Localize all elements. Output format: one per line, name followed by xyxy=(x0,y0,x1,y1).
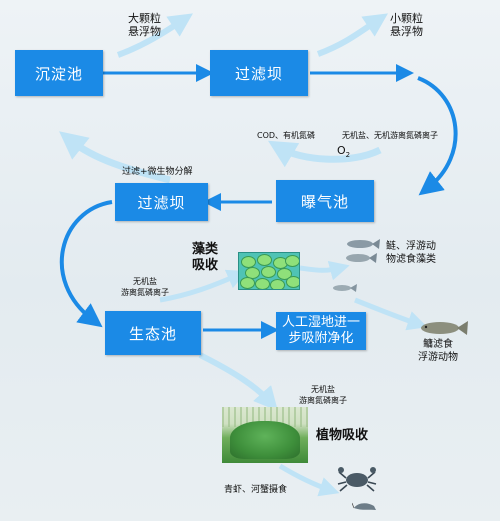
arrow-to-algae xyxy=(159,269,248,303)
arrow-curve-left xyxy=(59,200,113,328)
box-eco-pond-label: 生态池 xyxy=(128,324,177,343)
box-artificial-wetland: 人工湿地进一步吸附净化 xyxy=(276,312,366,350)
arrow-back-up xyxy=(59,131,171,184)
label-inorganic-bottom-line2: 游离氮磷离子 xyxy=(299,396,347,405)
box-filter-dam-mid: 过滤坝 xyxy=(115,183,208,221)
box-aeration-label: 曝气池 xyxy=(300,192,349,211)
shrimp-icon xyxy=(352,502,376,510)
label-bighead-carp-line2: 浮游动物 xyxy=(418,352,458,363)
box-eco-pond: 生态池 xyxy=(105,311,201,355)
arrow-up-large-particles xyxy=(116,13,193,58)
label-o2-sub: 2 xyxy=(345,151,351,160)
label-bighead-carp-line1: 鳙滤食 xyxy=(423,339,453,350)
arrow-curve-right xyxy=(417,76,458,196)
label-large-particles-line1: 大颗粒 xyxy=(128,12,161,25)
label-algae-absorb-line2: 吸收 xyxy=(192,258,219,273)
label-bighead-carp: 鳙滤食 浮游动物 xyxy=(418,338,458,364)
label-plant-absorb: 植物吸收 xyxy=(316,428,369,443)
label-algae-absorb-line1: 藻类 xyxy=(192,242,219,257)
box-sedimentation-pond: 沉淀池 xyxy=(15,50,103,96)
label-small-particles: 小颗粒 悬浮物 xyxy=(390,12,423,38)
label-silver-carp-line1: 鲢、浮游动 xyxy=(386,241,436,252)
label-large-particles-line2: 悬浮物 xyxy=(128,25,161,38)
fish-icon xyxy=(346,239,380,263)
label-inorganic-left-line2: 游离氮磷离子 xyxy=(121,288,169,297)
label-o2-main: O xyxy=(337,144,346,157)
box-filter-dam-top-label: 过滤坝 xyxy=(234,64,283,83)
arrow-o2-cycle xyxy=(267,140,382,168)
box-filter-dam-mid-label: 过滤坝 xyxy=(137,193,186,212)
arrow-eco-down xyxy=(198,352,278,411)
arrow-algae-to-fish xyxy=(299,260,350,281)
label-filtration-microbe: 过滤+微生物分解 xyxy=(122,167,193,177)
box-wetland-label: 人工湿地进一步吸附净化 xyxy=(281,315,360,346)
algae-image xyxy=(238,252,300,290)
label-large-particles: 大颗粒 悬浮物 xyxy=(128,12,161,38)
label-cod: COD、有机氮磷 xyxy=(257,131,316,140)
label-shrimp-crab: 青虾、河蟹摄食 xyxy=(224,485,288,495)
label-silver-carp: 鲢、浮游动 物滤食藻类 xyxy=(386,240,436,266)
label-inorganic-left-line1: 无机盐 xyxy=(133,277,157,286)
arrow-up-small-particles xyxy=(316,13,388,57)
label-small-particles-line2: 悬浮物 xyxy=(390,25,423,38)
crab-icon xyxy=(337,467,377,492)
label-inorganic-bottom-line1: 无机盐 xyxy=(311,385,335,394)
box-sedimentation-label: 沉淀池 xyxy=(34,64,83,83)
label-o2: O2 xyxy=(337,145,350,161)
bighead-fish-icon xyxy=(421,321,468,335)
label-inorganic-left: 无机盐 游离氮磷离子 xyxy=(121,276,169,298)
label-inorganic-salts-right: 无机盐、无机游离氮磷离子 xyxy=(342,131,438,140)
label-algae-absorb: 藻类 吸收 xyxy=(192,242,218,274)
label-small-particles-line1: 小颗粒 xyxy=(390,12,423,25)
arrow-plant-down xyxy=(278,463,340,497)
label-inorganic-bottom: 无机盐 游离氮磷离子 xyxy=(299,384,347,406)
plant-image xyxy=(222,407,308,463)
box-aeration-pond: 曝气池 xyxy=(276,180,374,222)
fish-small-icon xyxy=(333,284,357,292)
label-silver-carp-line2: 物滤食藻类 xyxy=(386,254,436,265)
box-filter-dam-top: 过滤坝 xyxy=(210,50,308,96)
arrow-fish-to-bighead xyxy=(354,297,428,331)
